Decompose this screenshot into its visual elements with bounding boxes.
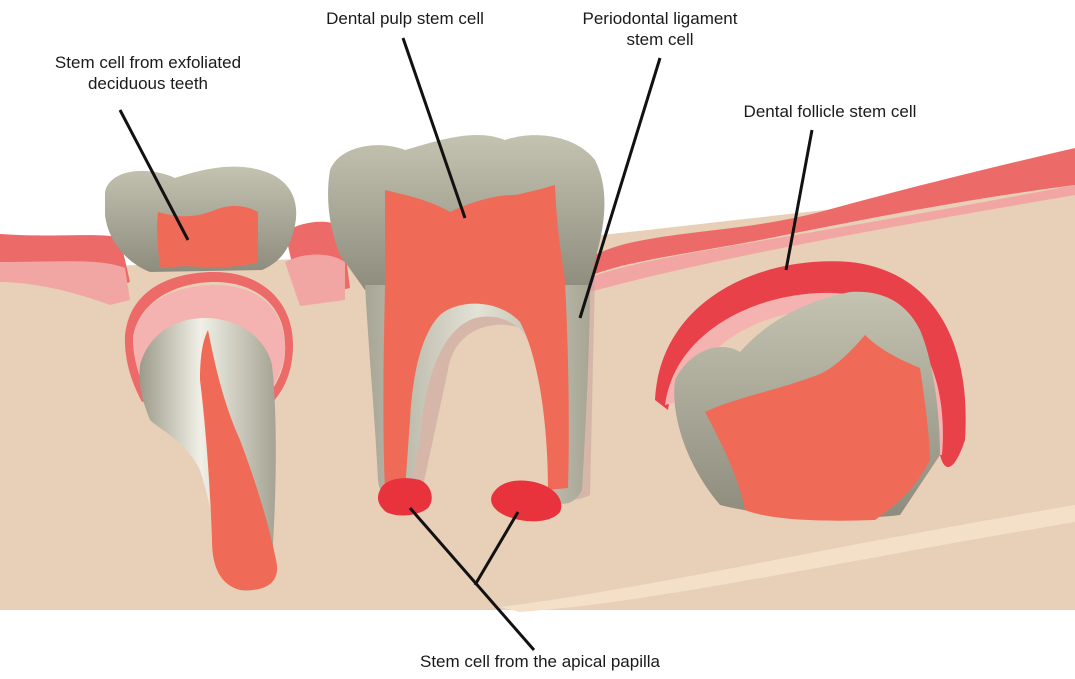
label-shed: Stem cell from exfoliated deciduous teet… xyxy=(13,52,283,94)
label-pdl-line1: Periodontal ligament xyxy=(550,8,770,29)
label-pdl-line2: stem cell xyxy=(550,29,770,50)
label-shed-line2: deciduous teeth xyxy=(13,73,283,94)
label-shed-line1: Stem cell from exfoliated xyxy=(13,52,283,73)
label-pulp: Dental pulp stem cell xyxy=(270,8,540,29)
label-follicle: Dental follicle stem cell xyxy=(700,101,960,122)
apical-papilla-left xyxy=(378,478,432,515)
label-pulp-line1: Dental pulp stem cell xyxy=(270,8,540,29)
label-apical-line1: Stem cell from the apical papilla xyxy=(380,651,700,672)
label-follicle-line1: Dental follicle stem cell xyxy=(700,101,960,122)
label-pdl: Periodontal ligament stem cell xyxy=(550,8,770,50)
label-apical: Stem cell from the apical papilla xyxy=(380,651,700,672)
deciduous-tooth-pulp xyxy=(157,206,258,268)
